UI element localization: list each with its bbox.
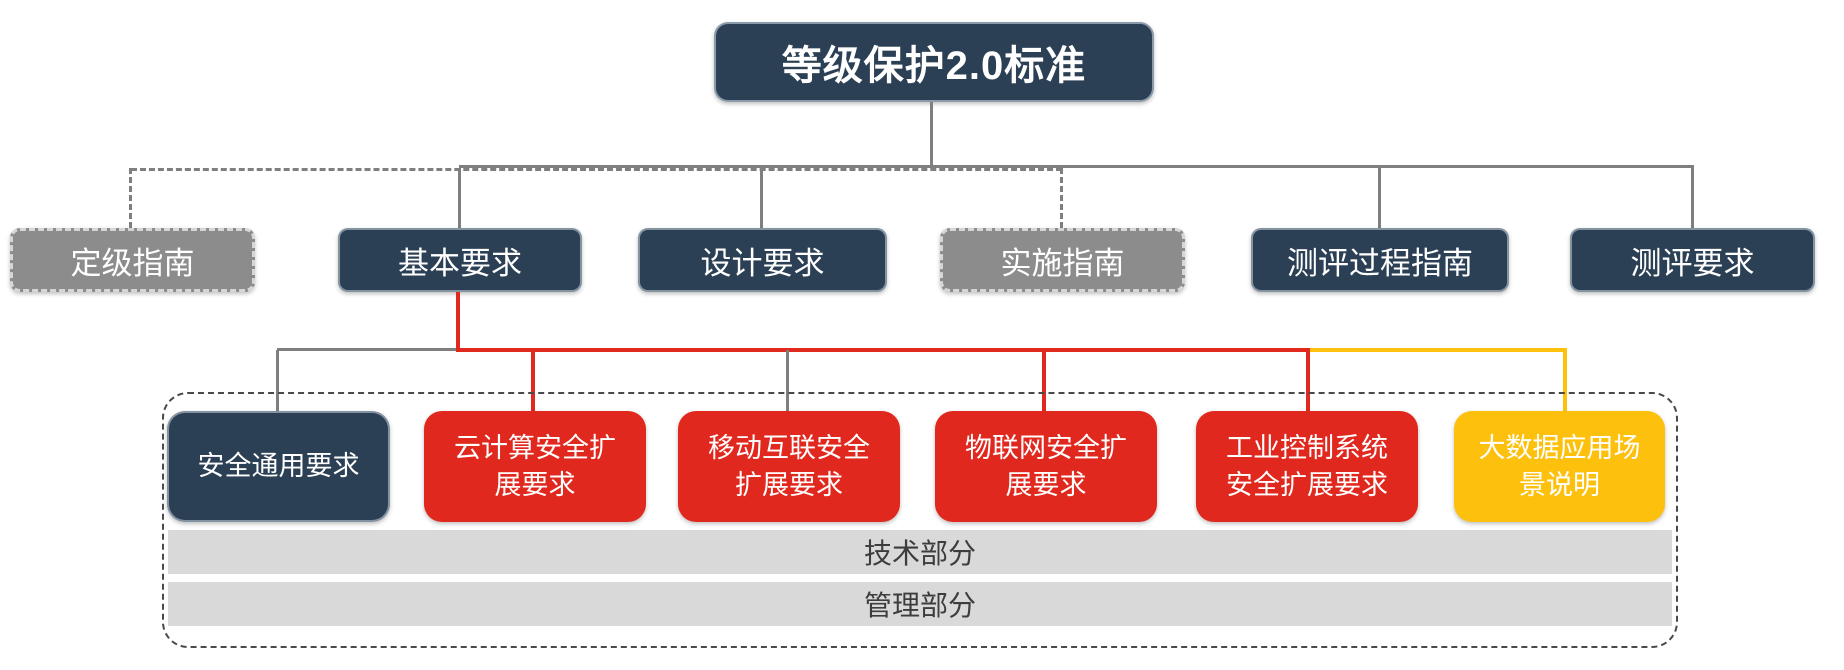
connector-rail2-red bbox=[456, 348, 1312, 352]
node-label: 大数据应用场 景说明 bbox=[1478, 433, 1641, 500]
connector-drop-industrial bbox=[1306, 350, 1310, 411]
node-label: 移动互联安全 扩展要求 bbox=[708, 433, 870, 500]
connector-drop-design-req bbox=[760, 168, 763, 228]
connector-drop-cloud bbox=[531, 350, 535, 411]
node-industrial-security-ext: 工业控制系统 安全扩展要求 bbox=[1196, 411, 1418, 522]
connector-drop-impl-guide bbox=[1060, 168, 1063, 228]
connector-rail-dashed bbox=[131, 168, 1062, 171]
connector-drop-grading-guide bbox=[129, 168, 132, 228]
connector-drop-bigdata bbox=[1563, 348, 1567, 411]
node-label: 安全通用要求 bbox=[197, 451, 360, 482]
node-basic-requirements: 基本要求 bbox=[338, 228, 582, 292]
connector-root-riser bbox=[930, 102, 933, 166]
connector-rail-solid bbox=[459, 165, 1694, 168]
node-design-requirements: 设计要求 bbox=[638, 228, 887, 292]
node-label: 实施指南 bbox=[1000, 245, 1125, 281]
node-mobile-security-ext: 移动互联安全 扩展要求 bbox=[678, 411, 900, 522]
section-bar-technical: 技术部分 bbox=[168, 530, 1672, 574]
node-label: 测评要求 bbox=[1630, 245, 1755, 281]
node-general-security-req: 安全通用要求 bbox=[167, 411, 390, 522]
node-grading-guide: 定级指南 bbox=[10, 228, 255, 292]
section-bar-management: 管理部分 bbox=[168, 582, 1672, 626]
node-evaluation-process-guide: 测评过程指南 bbox=[1251, 228, 1509, 292]
connector-drop-mobile bbox=[786, 350, 789, 411]
node-cloud-security-ext: 云计算安全扩 展要求 bbox=[424, 411, 646, 522]
node-label: 测评过程指南 bbox=[1287, 245, 1473, 281]
connector-basicreq-riser-red bbox=[456, 292, 460, 350]
node-label: 基本要求 bbox=[398, 245, 522, 281]
connector-drop-basic-req bbox=[458, 168, 461, 228]
node-label: 定级指南 bbox=[70, 245, 195, 281]
connector-rail2-gray bbox=[277, 348, 459, 351]
connector-drop-eval-process bbox=[1378, 168, 1381, 228]
node-label: 工业控制系统 安全扩展要求 bbox=[1226, 433, 1388, 500]
group-container-dashed bbox=[162, 392, 1678, 648]
connector-drop-general-req bbox=[276, 350, 279, 411]
node-bigdata-scenario: 大数据应用场 景说明 bbox=[1454, 411, 1665, 522]
node-label: 设计要求 bbox=[700, 245, 825, 281]
connector-rail2-gold bbox=[1310, 348, 1567, 352]
node-label: 等级保护2.0标准 bbox=[781, 44, 1087, 88]
node-evaluation-requirements: 测评要求 bbox=[1570, 228, 1815, 292]
node-label: 云计算安全扩 展要求 bbox=[454, 433, 616, 500]
node-implementation-guide: 实施指南 bbox=[940, 228, 1185, 292]
node-label: 物联网安全扩 展要求 bbox=[965, 433, 1127, 500]
section-label: 技术部分 bbox=[863, 538, 976, 569]
node-root-standard: 等级保护2.0标准 bbox=[714, 22, 1154, 102]
node-iot-security-ext: 物联网安全扩 展要求 bbox=[935, 411, 1157, 522]
section-label: 管理部分 bbox=[863, 590, 976, 621]
connector-drop-eval-req bbox=[1691, 165, 1694, 228]
connector-drop-iot bbox=[1042, 350, 1046, 411]
